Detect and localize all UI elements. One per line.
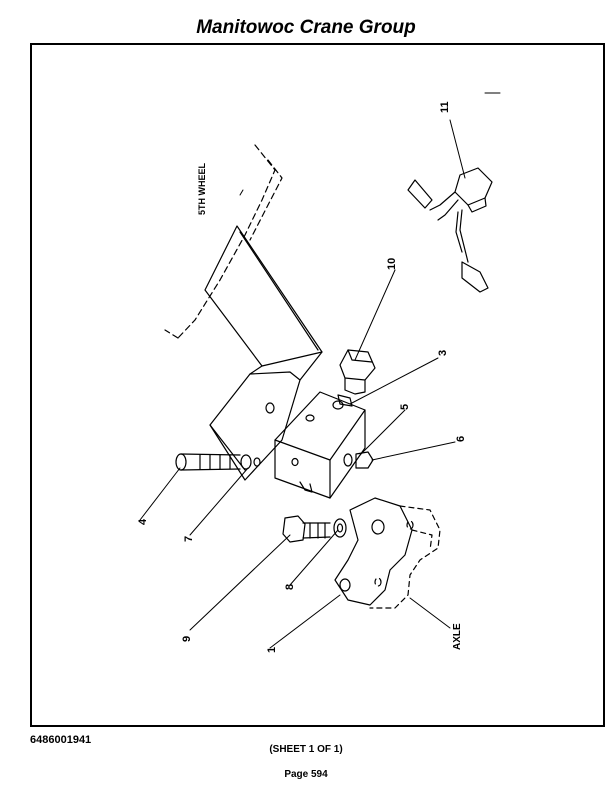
callout-3: 3	[437, 350, 449, 356]
wiring-harness	[407, 167, 493, 293]
callout-6: 6	[455, 436, 467, 442]
page-title: Manitowoc Crane Group	[196, 17, 416, 38]
drawing-frame	[30, 43, 605, 727]
callout-11: 11	[439, 101, 451, 113]
switch-body	[274, 391, 366, 499]
page-number: Page 594	[284, 769, 328, 780]
axle-bracket	[334, 497, 413, 606]
callout-labels: 11 10 3 5 6 4 7 8 9 1 5TH WHEEL AXLE	[137, 101, 467, 653]
fifth-wheel-outline	[164, 144, 283, 339]
callout-10: 10	[386, 258, 398, 270]
fitting	[337, 349, 376, 407]
axle-label: AXLE	[452, 623, 463, 650]
callout-7: 7	[183, 536, 195, 542]
leader-lines	[139, 92, 501, 649]
callout-9: 9	[181, 636, 193, 642]
callout-5: 5	[399, 404, 411, 410]
callout-1: 1	[266, 647, 278, 653]
axle-outline	[369, 505, 441, 609]
sheet-indicator: (SHEET 1 OF 1)	[269, 744, 343, 755]
mounting-bracket	[204, 225, 323, 481]
fifth-wheel-label: 5TH WHEEL	[197, 162, 207, 215]
callout-4: 4	[137, 518, 149, 525]
callout-8: 8	[284, 584, 296, 590]
bolt-9	[282, 515, 347, 543]
bolt-4	[175, 453, 261, 471]
document-number: 6486001941	[30, 734, 92, 746]
nut-and-washer	[343, 451, 374, 469]
